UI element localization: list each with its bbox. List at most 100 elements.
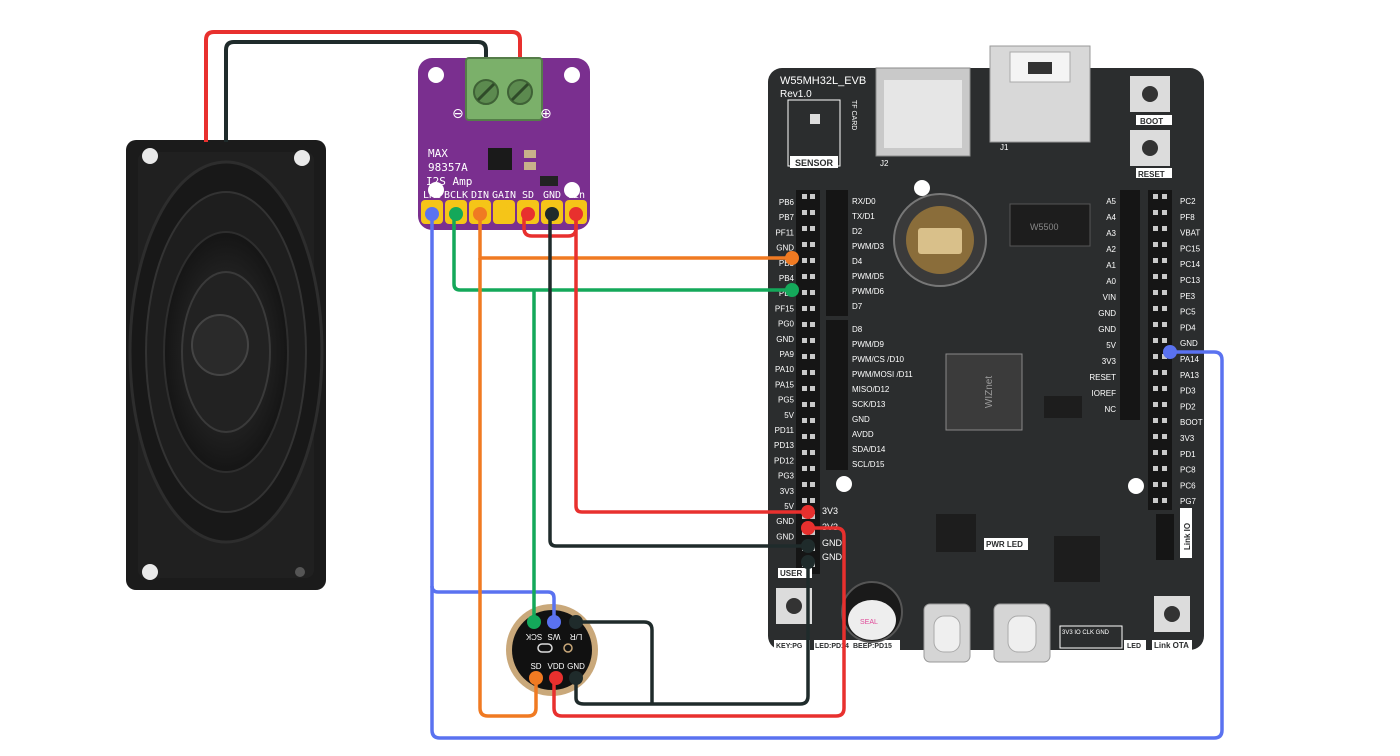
pwr-led-label: PWR LED — [986, 540, 1023, 549]
arduino-pin-label: AVDD — [852, 430, 874, 439]
header-pin — [1162, 386, 1167, 391]
right-header-label: PC13 — [1180, 276, 1201, 285]
amp-mount-hole — [564, 182, 580, 198]
ota-button[interactable] — [1164, 606, 1180, 622]
arduino-header-top — [826, 190, 848, 316]
user-label: USER — [780, 569, 802, 578]
header-pin — [1162, 210, 1167, 215]
left-header-label: PF15 — [775, 304, 795, 313]
left-header-label: PB6 — [779, 198, 795, 207]
header-pin — [1162, 194, 1167, 199]
arduino-pin-label: PWM/D6 — [852, 287, 885, 296]
analog-pin-label: NC — [1104, 405, 1116, 414]
tf-card-label: TF CARD — [850, 100, 857, 130]
user-key-button[interactable] — [786, 598, 802, 614]
header-pin — [1162, 466, 1167, 471]
header-pin — [1162, 322, 1167, 327]
header-pin — [802, 386, 807, 391]
analog-pin-label: A5 — [1106, 197, 1116, 206]
wire-bclk-board — [452, 214, 792, 292]
left-header-label: PG0 — [778, 320, 795, 329]
endpoint-dot — [801, 505, 815, 519]
header-pin — [1162, 274, 1167, 279]
header-pin — [1162, 434, 1167, 439]
ethernet-chip-label: W5500 — [1030, 222, 1059, 232]
header-pin — [810, 466, 815, 471]
analog-header — [1120, 190, 1140, 420]
left-header-label: 5V — [784, 502, 794, 511]
amp-pin-label: LRC — [423, 190, 441, 201]
header-pin — [810, 290, 815, 295]
wire-lrc-board — [430, 350, 1224, 740]
boot-label: BOOT — [1140, 117, 1163, 126]
right-header-label: PA13 — [1180, 371, 1200, 380]
endpoint-dot — [1163, 345, 1177, 359]
left-header-label: GND — [776, 532, 794, 541]
wires — [430, 214, 1224, 740]
header-pin — [810, 338, 815, 343]
header-pin — [810, 306, 815, 311]
header-pin — [802, 258, 807, 263]
header-pin — [802, 242, 807, 247]
arduino-pin-label: TX/D1 — [852, 212, 875, 221]
mic-pin-vdd — [549, 671, 563, 685]
header-pin — [1153, 210, 1158, 215]
header-pin — [1153, 386, 1158, 391]
header-pin — [1153, 194, 1158, 199]
header-pin — [810, 498, 815, 503]
endpoint-dot — [801, 521, 815, 535]
amp-mount-hole — [428, 67, 444, 83]
header-pin — [1153, 242, 1158, 247]
wire-gnd-mic — [574, 562, 810, 706]
reset-button[interactable] — [1142, 140, 1158, 156]
left-header-label: PB7 — [779, 213, 795, 222]
header-pin — [810, 402, 815, 407]
header-pin — [1162, 482, 1167, 487]
arduino-pin-label: GND — [852, 415, 870, 424]
left-header-label: GND — [776, 244, 794, 253]
left-header-label: PD11 — [775, 426, 795, 435]
left-header-label: PF11 — [775, 228, 794, 237]
board-mount-hole — [914, 180, 930, 196]
left-header-label: PG5 — [778, 396, 795, 405]
arduino-pin-label: PWM/MOSI /D11 — [852, 370, 913, 379]
header-pin — [810, 354, 815, 359]
led-pd-label: LED:PD14 — [815, 643, 849, 650]
header-pin — [1162, 370, 1167, 375]
analog-pin-label: VIN — [1103, 293, 1117, 302]
mic-top-pin-label: SCK — [525, 632, 542, 641]
speaker-mount-hole — [142, 148, 158, 164]
header-pin — [1153, 306, 1158, 311]
mic-pin-sck — [527, 615, 541, 629]
left-header-label: PB3 — [779, 259, 795, 268]
analog-pin-label: A4 — [1106, 213, 1116, 222]
wire-gnd-board — [548, 214, 808, 548]
analog-pin-label: A3 — [1106, 229, 1116, 238]
arduino-pin-label: PWM/D3 — [852, 242, 885, 251]
arduino-pin-label: SDA/D14 — [852, 445, 886, 454]
speaker — [126, 140, 326, 590]
speaker-mount-hole — [142, 564, 158, 580]
analog-pin-label: A0 — [1106, 277, 1116, 286]
header-pin — [802, 274, 807, 279]
right-header-label: PC6 — [1180, 481, 1196, 490]
left-header-label: PA10 — [775, 365, 795, 374]
link-io-label: Link IO — [1183, 523, 1192, 550]
wire-endpoints — [527, 251, 1177, 685]
mic-pin-lr — [569, 615, 583, 629]
header-pin — [1153, 290, 1158, 295]
left-header-label: GND — [776, 335, 794, 344]
header-pin — [1153, 370, 1158, 375]
header-pin — [1162, 306, 1167, 311]
board-mount-hole — [836, 476, 852, 492]
header-pin — [802, 466, 807, 471]
header-pin — [802, 226, 807, 231]
arduino-header-mid — [826, 320, 848, 470]
led-label: LED — [1127, 643, 1141, 650]
boot-button[interactable] — [1142, 86, 1158, 102]
endpoint-dot — [785, 283, 799, 297]
arduino-pin-label: D4 — [852, 257, 863, 266]
header-pin — [1153, 498, 1158, 503]
endpoint-dot — [801, 539, 815, 553]
